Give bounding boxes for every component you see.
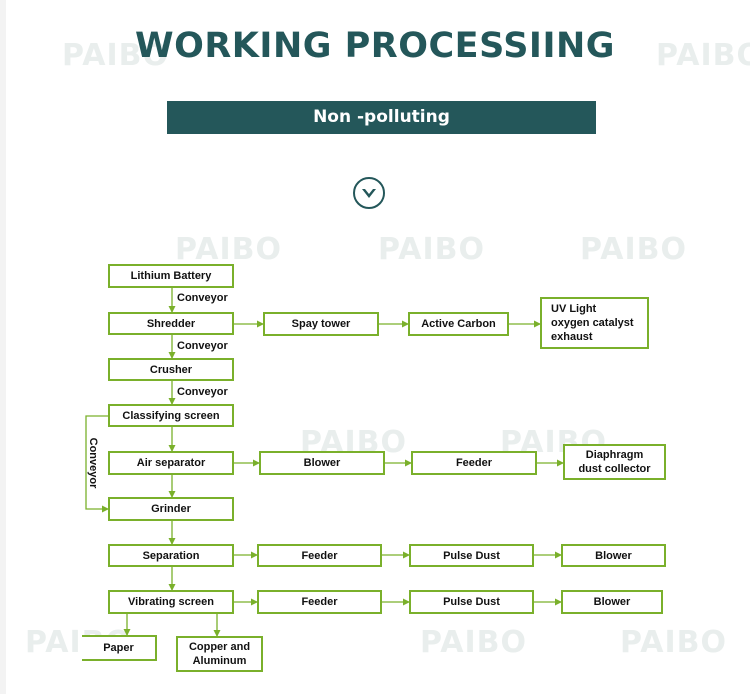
scroll-down-button[interactable] [353, 177, 385, 209]
feeder-box: Feeder [257, 544, 382, 567]
watermark: PAIBO [175, 232, 282, 267]
page-title: WORKING PROCESSIING [134, 26, 616, 66]
feeder-box: Feeder [257, 590, 382, 614]
watermark: PAIBO [620, 625, 727, 660]
conveyor-label: Conveyor [177, 340, 228, 352]
conveyor-label: Conveyor [177, 386, 228, 398]
uv-light-box: UV Light oxygen catalyst exhaust [540, 297, 649, 349]
air-separator-box: Air separator [108, 451, 234, 475]
conveyor-side-label: Conveyor [83, 437, 103, 489]
spray-tower-box: Spay tower [263, 312, 379, 336]
diaphragm-dust-collector-box: Diaphragm dust collector [563, 444, 666, 480]
lithium-battery-box: Lithium Battery [108, 264, 234, 288]
subtitle-banner: Non -polluting [167, 101, 596, 134]
pulse-dust-box: Pulse Dust [409, 590, 534, 614]
page-edge [0, 0, 6, 694]
blower-box: Blower [561, 590, 663, 614]
active-carbon-box: Active Carbon [408, 312, 509, 336]
paper-box: Paper [82, 635, 157, 661]
watermark: PAIBO [378, 232, 485, 267]
pulse-dust-box: Pulse Dust [409, 544, 534, 567]
conveyor-label: Conveyor [177, 292, 228, 304]
classifying-screen-box: Classifying screen [108, 404, 234, 427]
chevron-down-icon [362, 189, 376, 198]
watermark: PAIBO [420, 625, 527, 660]
watermark: PAIBO [580, 232, 687, 267]
blower-box: Blower [561, 544, 666, 567]
blower-box: Blower [259, 451, 385, 475]
shredder-box: Shredder [108, 312, 234, 335]
grinder-box: Grinder [108, 497, 234, 521]
copper-aluminum-box: Copper and Aluminum [176, 636, 263, 672]
conveyor-side-text: Conveyor [87, 437, 99, 489]
watermark: PAIBO [656, 38, 750, 73]
feeder-box: Feeder [411, 451, 537, 475]
watermark: PAIBO [62, 38, 169, 73]
vibrating-screen-box: Vibrating screen [108, 590, 234, 614]
separation-box: Separation [108, 544, 234, 567]
crusher-box: Crusher [108, 358, 234, 381]
